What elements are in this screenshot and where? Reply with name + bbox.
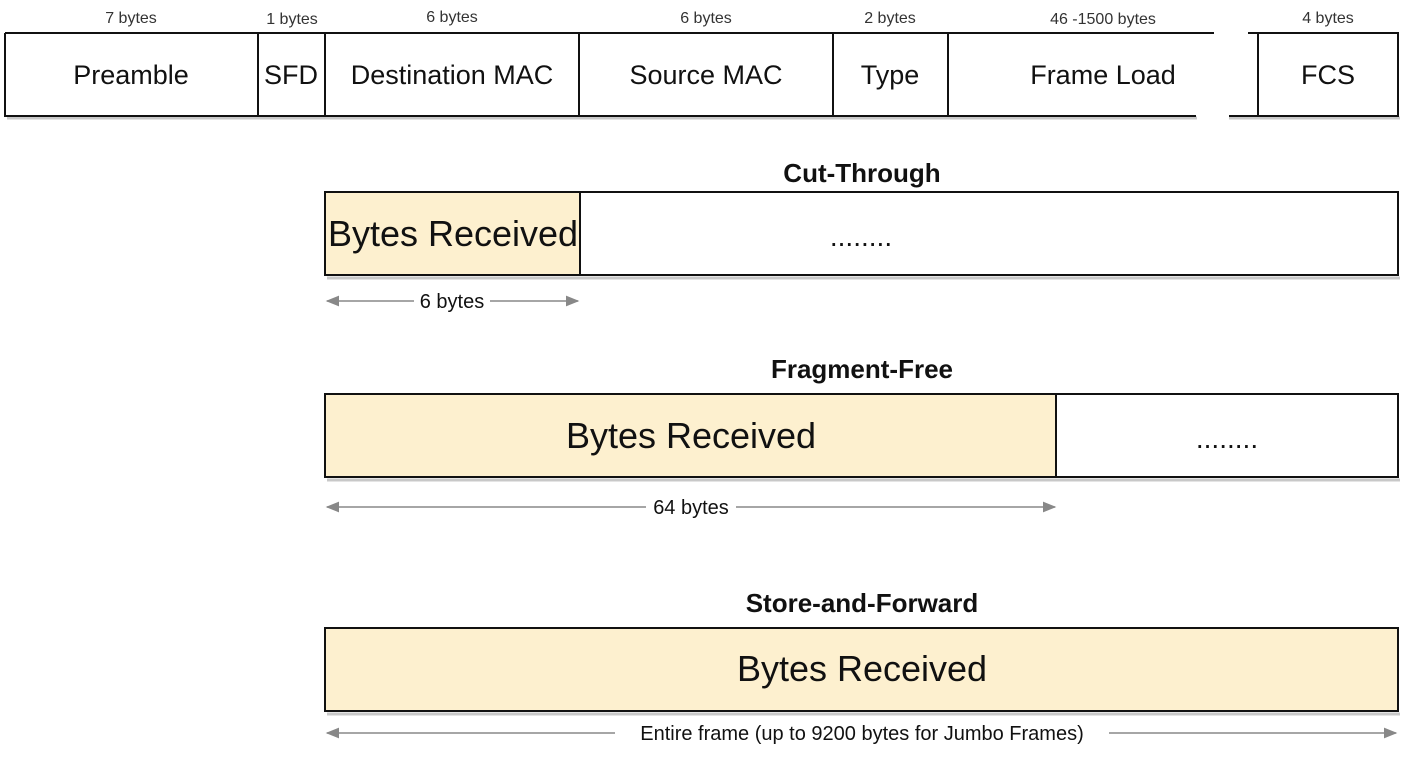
received-portion <box>324 393 1057 478</box>
field-size-preamble: 7 bytes <box>105 10 157 27</box>
section-title: Fragment-Free <box>771 354 953 384</box>
cut-through-section: Cut-Through Bytes Received ........ 6 by… <box>324 158 1400 313</box>
field-size-source-mac: 6 bytes <box>680 10 732 27</box>
measure-label: 64 bytes <box>653 497 729 519</box>
measure-label: Entire frame (up to 9200 bytes for Jumbo… <box>640 723 1084 745</box>
field-name-frame-load: Frame Load <box>1030 60 1176 90</box>
section-title: Store-and-Forward <box>746 588 979 618</box>
received-portion <box>324 627 1399 712</box>
field-size-destination-mac: 6 bytes <box>426 9 478 26</box>
field-name-destination-mac: Destination MAC <box>351 60 554 90</box>
field-name-preamble: Preamble <box>73 60 189 90</box>
received-label: Bytes Received <box>566 415 816 456</box>
received-portion <box>324 191 581 276</box>
field-size-sfd: 1 bytes <box>266 11 318 28</box>
measure-label: 6 bytes <box>420 291 484 313</box>
remaining-dots: ........ <box>830 221 892 252</box>
field-size-type: 2 bytes <box>864 10 916 27</box>
field-size-frame-load: 46 -1500 bytes <box>1050 11 1156 28</box>
received-label: Bytes Received <box>328 213 578 254</box>
store-and-forward-section: Store-and-Forward Bytes Received Entire … <box>324 588 1400 745</box>
field-name-source-mac: Source MAC <box>629 60 782 90</box>
section-title: Cut-Through <box>783 158 940 188</box>
field-name-type: Type <box>861 60 920 90</box>
field-name-sfd: SFD <box>264 60 318 90</box>
received-label: Bytes Received <box>737 648 987 689</box>
ethernet-frame: 7 bytes 1 bytes 6 bytes 6 bytes 2 bytes … <box>4 9 1400 120</box>
fragment-free-section: Fragment-Free Bytes Received ........ 64… <box>324 354 1400 519</box>
field-size-fcs: 4 bytes <box>1302 10 1354 27</box>
remaining-dots: ........ <box>1196 423 1258 454</box>
field-name-fcs: FCS <box>1301 60 1355 90</box>
